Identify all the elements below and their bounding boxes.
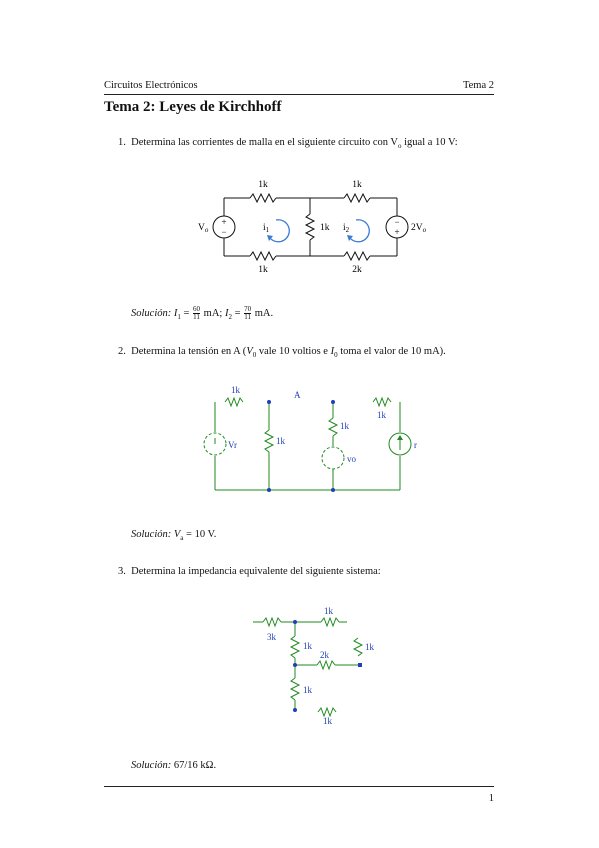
problem-text: Determina las corrientes de malla en el … <box>131 137 398 148</box>
solution-unit-1: mA; <box>201 307 225 319</box>
label-r-vertical-middle: 1k <box>340 421 350 431</box>
page-number: 1 <box>488 793 494 804</box>
header-left: Circuitos Electrónicos <box>104 80 198 91</box>
label-r-bottom-right: 2k <box>352 265 362 275</box>
solution-var-i2: I <box>224 307 229 319</box>
source-left-plus: + <box>221 217 226 227</box>
label-r-middle: 2k <box>320 650 330 660</box>
solution-label: Solución: <box>131 529 172 540</box>
footer-rule <box>104 786 494 787</box>
problem-text: Determina la impedancia equivalente del … <box>131 566 381 577</box>
circuit-3-diagram: 3k 1k 1k 2k 1k 1k 1k <box>253 606 375 725</box>
solution-label: Solución: <box>131 307 172 319</box>
page-title: Tema 2: Leyes de Kirchhoff <box>104 99 282 115</box>
label-r-vertical-left: 1k <box>276 436 286 446</box>
solution-var-i1: I <box>173 307 178 319</box>
label-mesh-2: i2 <box>343 223 350 234</box>
header-right: Tema 2 <box>462 80 494 91</box>
problem-number: 3. <box>118 566 126 577</box>
solution-eq: = <box>180 307 193 319</box>
solution-var-sub: a <box>180 534 184 543</box>
label-r-vertical-upper: 1k <box>303 641 313 651</box>
label-source-left: Vo <box>198 223 209 234</box>
problem-var-i0: I <box>330 346 335 357</box>
solution-unit-2: mA. <box>252 307 274 319</box>
circuit-1-diagram: + − − + 1k 1k 1k 1k 2k Vo 2Vo i1 i2 <box>198 180 427 275</box>
label-source-right: r <box>414 440 417 450</box>
solution-var: V <box>173 529 181 540</box>
problem-var-v0: V <box>246 346 253 357</box>
problem-3: 3. Determina la impedancia equivalente d… <box>118 566 381 577</box>
solution-value: = 10 V. <box>183 529 217 540</box>
solution-label: Solución: <box>131 760 172 771</box>
source-right-minus: − <box>394 217 399 227</box>
label-r-middle: 1k <box>320 223 330 233</box>
label-source-middle: vo <box>347 454 357 464</box>
label-node-a: A <box>294 390 301 400</box>
problem-2: 2. Determina la tensión en A (V0 vale 10… <box>118 346 446 359</box>
label-r-floating: 1k <box>323 716 333 725</box>
problem-text-mid: vale 10 voltios e <box>256 346 331 357</box>
solution-3: Solución: 67/16 kΩ. <box>131 760 216 771</box>
label-r-top-right: 1k <box>352 180 362 190</box>
header-rule <box>104 94 494 95</box>
label-r-left: 3k <box>267 632 277 642</box>
problem-text-after: igual a 10 V: <box>401 137 458 148</box>
label-mesh-1: i1 <box>263 223 270 234</box>
problem-var-v0-sub: 0 <box>252 351 257 360</box>
problem-text-sub: o <box>398 142 402 151</box>
circuit-2-diagram: 1k A 1k 1k 1k Vr vo r <box>203 385 417 492</box>
label-source-right: 2Vo <box>411 223 427 234</box>
label-r-right: 1k <box>365 642 375 652</box>
problem-number: 2. <box>118 346 126 357</box>
label-source-left: Vr <box>228 440 237 450</box>
problem-text-after: toma el valor de 10 mA). <box>337 346 446 357</box>
label-r-vertical-lower: 1k <box>303 685 313 695</box>
label-r-top: 1k <box>324 606 334 616</box>
solution-var-i1-sub: 1 <box>177 313 181 321</box>
problem-text: Determina la tensión en A ( <box>131 346 247 357</box>
label-r-bottom-left: 1k <box>258 265 268 275</box>
solution-2: Solución: Va = 10 V. <box>131 529 216 542</box>
source-left-minus: − <box>221 227 226 237</box>
label-r-top-right: 1k <box>377 410 387 420</box>
problem-1: 1. Determina las corrientes de malla en … <box>118 137 458 150</box>
solution-var-i2-sub: 2 <box>228 313 232 321</box>
solution-eq-2: = <box>231 307 244 319</box>
problem-var-i0-sub: 0 <box>334 351 338 360</box>
source-right-plus: + <box>394 227 399 237</box>
label-r-top-left: 1k <box>258 180 268 190</box>
solution-value: 67/16 kΩ. <box>171 760 217 771</box>
problem-number: 1. <box>118 137 126 148</box>
label-r-top-left: 1k <box>231 385 241 395</box>
